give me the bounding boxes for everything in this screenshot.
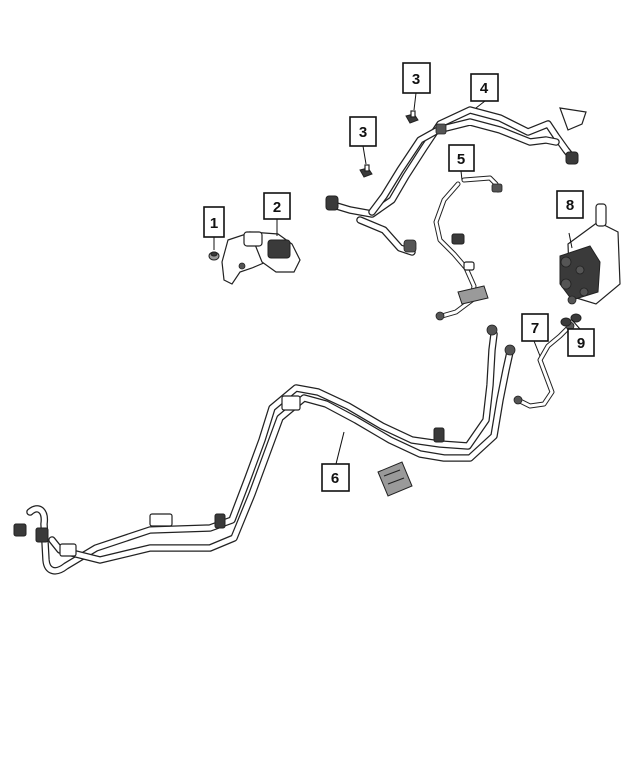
hose-nut[interactable] bbox=[208, 251, 220, 261]
bolt-upper[interactable] bbox=[405, 110, 419, 124]
callout-1-label: 1 bbox=[210, 215, 218, 232]
callout-3-upper-label: 3 bbox=[412, 71, 420, 88]
callout-6: 6 bbox=[321, 463, 350, 492]
callout-9-label: 9 bbox=[577, 335, 585, 352]
callout-4-label: 4 bbox=[480, 80, 489, 97]
callout-2-label: 2 bbox=[273, 199, 281, 216]
o-ring-fittings[interactable] bbox=[560, 313, 582, 327]
callout-4: 4 bbox=[470, 73, 499, 102]
callout-3-upper: 3 bbox=[402, 62, 431, 94]
callout-8: 8 bbox=[556, 190, 584, 219]
clip-pad[interactable] bbox=[377, 461, 413, 497]
callout-2: 2 bbox=[263, 192, 291, 220]
callout-3-lower-label: 3 bbox=[359, 124, 367, 141]
bolt-lower[interactable] bbox=[359, 164, 373, 178]
leader-lines bbox=[213, 92, 581, 465]
cooler-tube[interactable] bbox=[513, 321, 575, 409]
callout-5-label: 5 bbox=[457, 151, 465, 168]
upper-hose[interactable] bbox=[325, 106, 587, 256]
callout-9: 9 bbox=[567, 328, 595, 357]
callout-7: 7 bbox=[521, 313, 549, 342]
cooler-line-assembly[interactable] bbox=[13, 324, 516, 575]
oil-cooler-module[interactable] bbox=[559, 203, 621, 305]
hose-bracket[interactable] bbox=[221, 231, 301, 285]
callout-7-label: 7 bbox=[531, 320, 539, 337]
callout-6-label: 6 bbox=[331, 470, 339, 487]
callout-8-label: 8 bbox=[566, 197, 574, 214]
callout-5: 5 bbox=[448, 144, 475, 172]
callout-1: 1 bbox=[203, 206, 225, 238]
oil-cooler-hose[interactable] bbox=[433, 175, 503, 321]
callout-3-lower: 3 bbox=[349, 116, 377, 147]
